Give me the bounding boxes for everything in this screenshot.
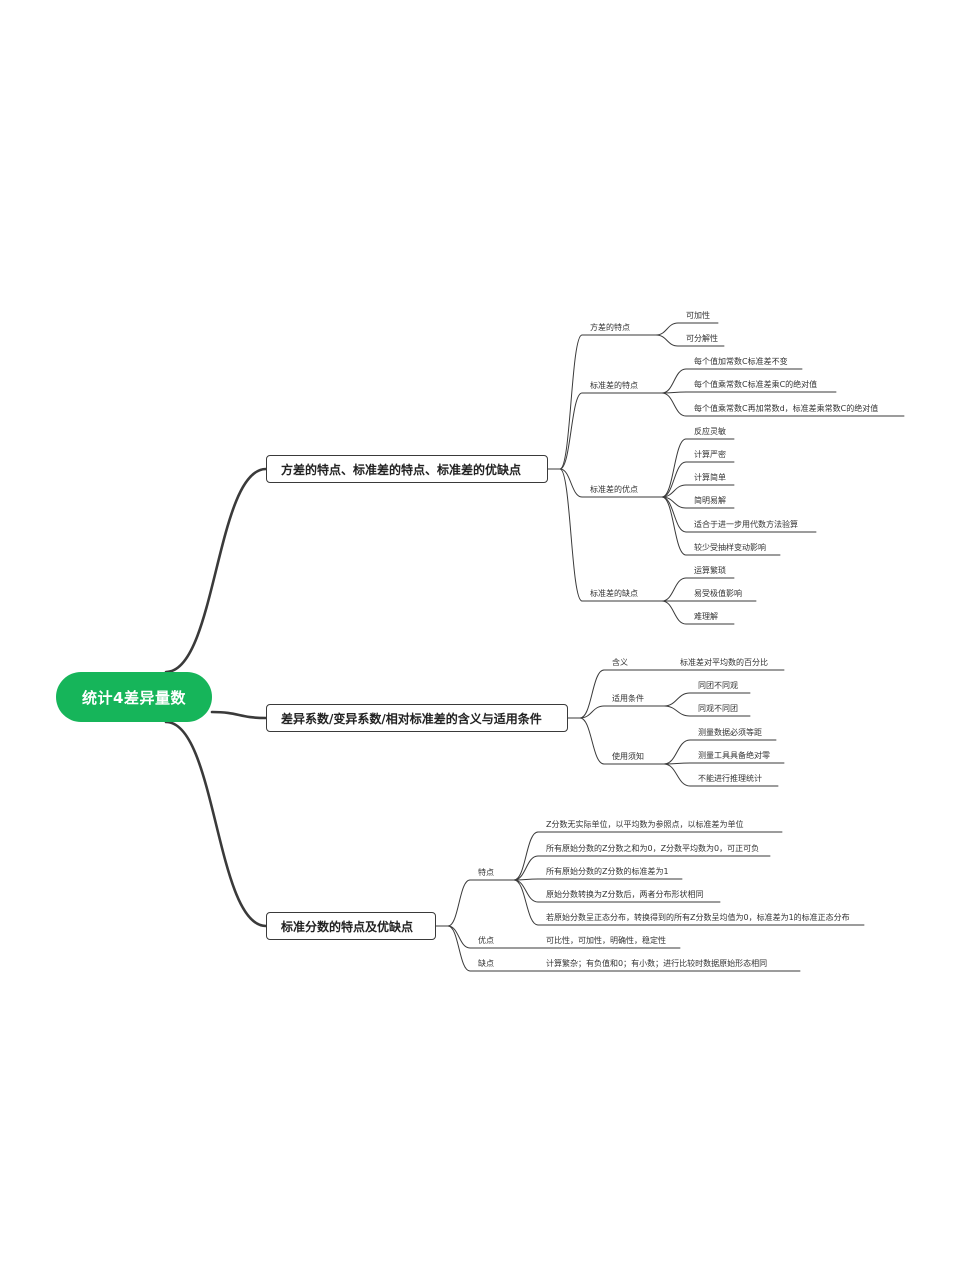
connector xyxy=(559,392,583,470)
z-features-item[interactable]: Z分数无实际单位，以平均数为参照点，以标准差为单位 xyxy=(546,820,744,829)
connector xyxy=(164,467,268,674)
connector xyxy=(661,600,687,625)
sd-pros-item[interactable]: 适合于进一步用代数方法验算 xyxy=(694,520,798,529)
sd-features-item[interactable]: 每个值加常数C标准差不变 xyxy=(694,357,788,366)
connector xyxy=(513,831,539,881)
connector xyxy=(661,496,687,556)
connector xyxy=(661,577,687,602)
connector xyxy=(210,710,268,720)
z-cons-item[interactable]: 计算繁杂；有负值和0；有小数；进行比较时数据原始形态相同 xyxy=(546,959,768,968)
sd-features-item[interactable]: 每个值乘常数C标准差乘C的绝对值 xyxy=(694,380,818,389)
connector xyxy=(579,669,605,719)
connector xyxy=(663,739,691,765)
cv-meaning-item[interactable]: 标准差对平均数的百分比 xyxy=(680,658,768,667)
z-features-item[interactable]: 所有原始分数的Z分数之和为0，Z分数平均数为0，可正可负 xyxy=(546,844,760,853)
variance-features-item[interactable]: 可加性 xyxy=(686,311,710,320)
sd-pros-item[interactable]: 反应灵敏 xyxy=(694,427,726,436)
variance-features-item[interactable]: 可分解性 xyxy=(686,334,718,343)
z-pros-label[interactable]: 优点 xyxy=(478,936,494,945)
cv-meaning-label[interactable]: 含义 xyxy=(612,658,628,667)
connector xyxy=(447,879,471,927)
branch-variance-sd[interactable]: 方差的特点、标准差的特点、标准差的优缺点 xyxy=(266,455,548,483)
variance-features-label[interactable]: 方差的特点 xyxy=(590,323,630,332)
connector xyxy=(513,879,539,903)
sd-pros-item[interactable]: 较少受抽样变动影响 xyxy=(694,543,766,552)
sd-features-label[interactable]: 标准差的特点 xyxy=(590,381,638,390)
z-features-item[interactable]: 若原始分数呈正态分布，转换得到的所有Z分数呈均值为0，标准差为1的标准正态分布 xyxy=(546,913,850,922)
cv-conditions-item[interactable]: 同团不同观 xyxy=(698,681,738,690)
connector xyxy=(559,334,583,470)
connector xyxy=(579,705,605,719)
connector xyxy=(559,468,583,498)
connector xyxy=(661,368,687,394)
connector xyxy=(661,461,687,498)
connector xyxy=(447,925,471,972)
sd-cons-label[interactable]: 标准差的缺点 xyxy=(590,589,638,598)
connector xyxy=(655,322,679,336)
connector xyxy=(164,720,268,928)
connector xyxy=(663,763,691,787)
branch-coefficient-of-variation[interactable]: 差异系数/变异系数/相对标准差的含义与适用条件 xyxy=(266,704,568,732)
connector xyxy=(661,438,687,498)
cv-notes-item[interactable]: 测量数据必须等距 xyxy=(698,728,762,737)
connector xyxy=(663,705,691,717)
z-pros-item[interactable]: 可比性，可加性，明确性，稳定性 xyxy=(546,936,666,945)
connector xyxy=(661,392,687,417)
connector xyxy=(661,484,687,498)
sd-pros-item[interactable]: 计算严密 xyxy=(694,450,726,459)
root-node[interactable]: 统计4差异量数 xyxy=(56,672,212,722)
connector xyxy=(513,855,539,881)
connector xyxy=(663,692,691,707)
connector xyxy=(559,468,583,602)
connector xyxy=(579,717,605,765)
z-features-label[interactable]: 特点 xyxy=(478,868,494,877)
cv-notes-label[interactable]: 使用须知 xyxy=(612,752,644,761)
sd-pros-item[interactable]: 简明易解 xyxy=(694,496,726,505)
z-cons-label[interactable]: 缺点 xyxy=(478,959,494,968)
branch-standard-score[interactable]: 标准分数的特点及优缺点 xyxy=(266,912,436,940)
sd-cons-item[interactable]: 运算繁琐 xyxy=(694,566,726,575)
cv-notes-item[interactable]: 测量工具具备绝对零 xyxy=(698,751,770,760)
cv-conditions-label[interactable]: 适用条件 xyxy=(612,694,644,703)
connector xyxy=(447,925,471,949)
sd-cons-item[interactable]: 难理解 xyxy=(694,612,718,621)
sd-pros-item[interactable]: 计算简单 xyxy=(694,473,726,482)
sd-pros-label[interactable]: 标准差的优点 xyxy=(590,485,638,494)
sd-features-item[interactable]: 每个值乘常数C再加常数d，标准差乘常数C的绝对值 xyxy=(694,404,879,413)
cv-notes-item[interactable]: 不能进行推理统计 xyxy=(698,774,762,783)
connector xyxy=(655,334,679,347)
connector xyxy=(513,879,539,926)
z-features-item[interactable]: 所有原始分数的Z分数的标准差为1 xyxy=(546,867,669,876)
cv-conditions-item[interactable]: 同观不同团 xyxy=(698,704,738,713)
z-features-item[interactable]: 原始分数转换为Z分数后，两者分布形状相同 xyxy=(546,890,704,899)
sd-cons-item[interactable]: 易受极值影响 xyxy=(694,589,742,598)
